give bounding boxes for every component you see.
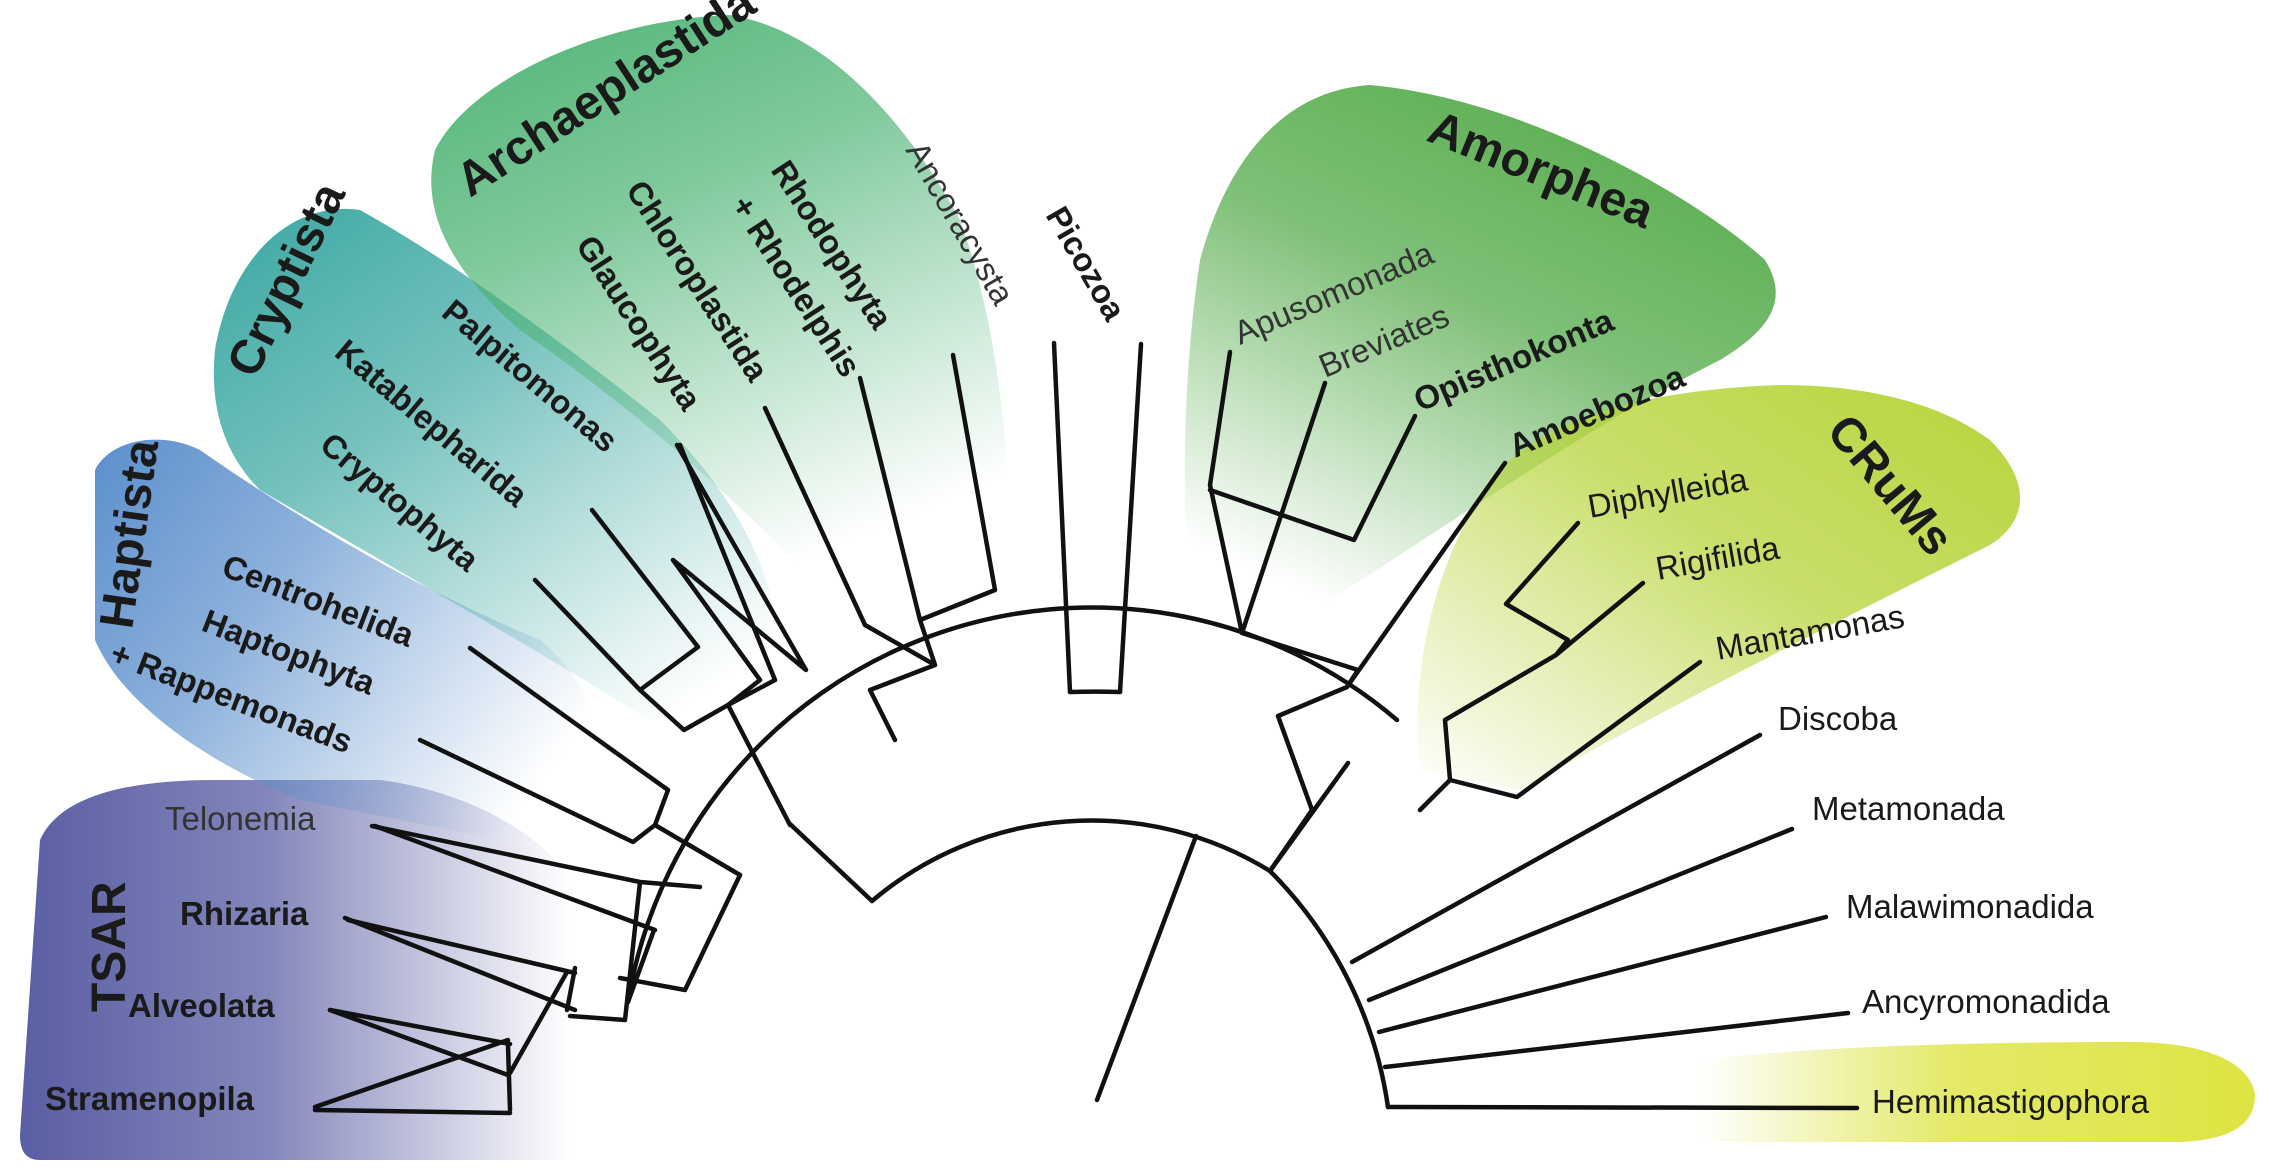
hemimastigophora-branch	[1385, 1104, 1860, 1111]
taxon-stramenopila: Stramenopila	[45, 1080, 255, 1117]
excavate-arc	[1267, 868, 1391, 1110]
tsar-label: TSAR	[83, 881, 136, 1012]
crums-region	[1417, 385, 2020, 790]
taxon-hemimastigophora: Hemimastigophora	[1872, 1083, 2150, 1120]
haptista-clade	[417, 645, 743, 878]
taxon-telonemia: Telonemia	[165, 800, 316, 837]
crums-clade	[1417, 520, 1703, 813]
haptista-region	[95, 439, 608, 860]
root-stem	[1094, 833, 1199, 1103]
metamonada-branch	[1366, 826, 1795, 1003]
taxon-ancyromonadida: Ancyromonadida	[1862, 983, 2110, 1020]
archaeplastida-clade	[762, 352, 998, 743]
ancoracysta-branch	[1051, 340, 1073, 695]
cryptista-region	[213, 208, 782, 720]
amorphea-clade	[1207, 349, 1508, 874]
taxon-rhizaria: Rhizaria	[180, 895, 309, 932]
cryptista-leaves	[677, 442, 778, 708]
tree-branches	[312, 340, 1860, 1116]
taxon-alveolata: Alveolata	[128, 987, 275, 1024]
tsar-leaves	[312, 823, 658, 1116]
root-arc	[869, 818, 1273, 904]
archaeplastida-region	[431, 15, 1010, 620]
tsar-clade	[312, 823, 743, 1113]
taxon-metamonada: Metamonada	[1812, 790, 2005, 827]
picozoa-branch	[1117, 341, 1144, 695]
taxon-discoba: Discoba	[1778, 700, 1898, 737]
ancyromonadida-branch	[1382, 1010, 1851, 1070]
taxon-picozoa: Picozoa	[1039, 200, 1134, 327]
taxon-malawimonadida: Malawimonadida	[1846, 888, 2094, 925]
amorphea-region	[1184, 85, 1776, 620]
discoba-branch	[1349, 732, 1763, 965]
cryptista-clade	[532, 442, 809, 828]
left-arc	[787, 821, 875, 904]
malawimonadida-branch	[1376, 914, 1829, 1035]
hemimastigophora-region	[1700, 1042, 2255, 1142]
